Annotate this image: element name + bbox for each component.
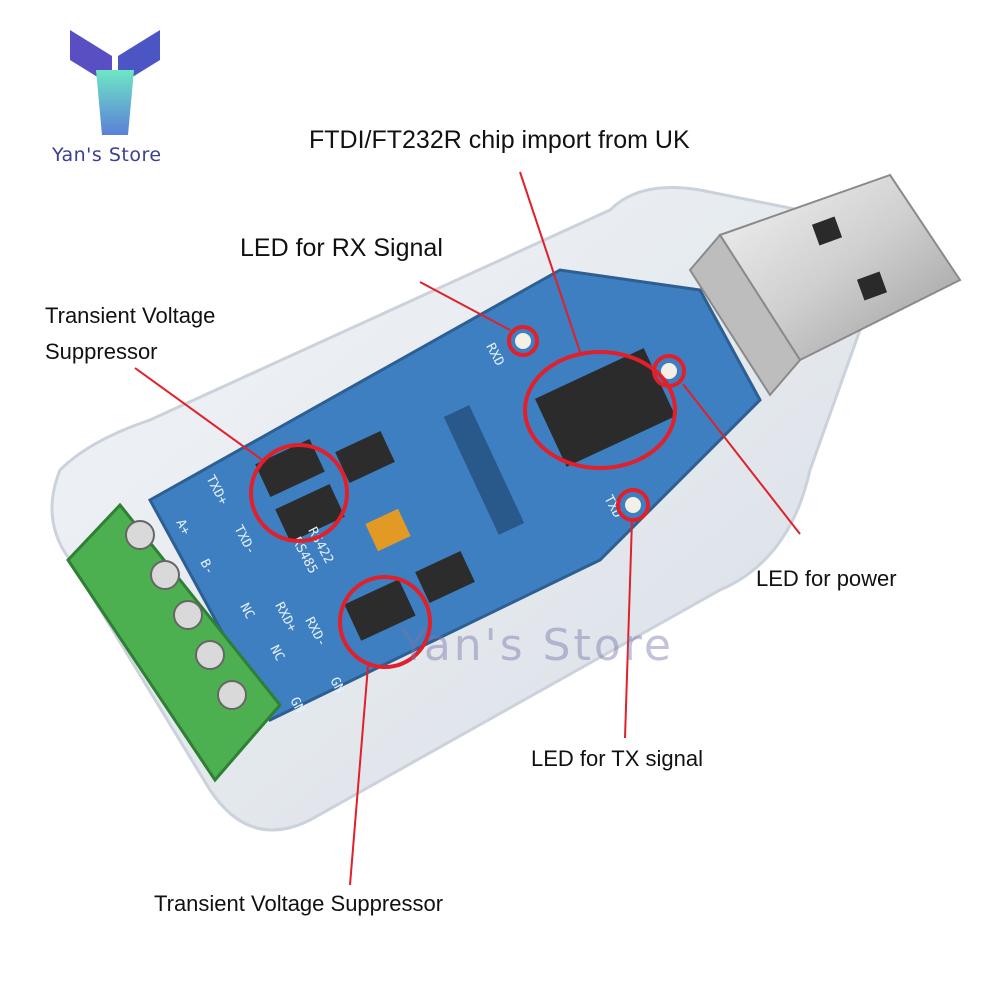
store-name: Yan's Store [52,144,162,166]
pcb-label-gnd-1: GN [286,695,307,716]
store-logo-icon [70,30,160,135]
tvs-top-highlight-circle [249,443,349,543]
usb-plug [688,173,962,397]
watermark-text: Yan's Store [400,620,674,671]
green-terminal-block [66,502,282,783]
callout-power-led: LED for power [756,566,897,591]
callout-tvs-top-line1: Transient Voltage [45,303,216,328]
pcb-board: A+ B- TXD+ TXD- NC RXD+ NC RXD- GN GN RS… [147,268,762,722]
callout-chip: FTDI/FT232R chip import from UK [309,126,690,154]
pcb-label-nc-2: NC [266,643,287,664]
highlight-markers [249,325,686,669]
rx-led-highlight-circle [507,325,539,357]
callout-leader-lines [134,171,801,886]
callout-tx-led: LED for TX signal [531,746,704,771]
callout-rx-led: LED for RX Signal [240,234,443,262]
chip-highlight-circle [523,350,677,470]
pcb-label-nc-1: NC [236,601,257,622]
power-led-highlight-circle [652,354,686,388]
tx-led-highlight-circle [616,488,650,522]
pcb-label-a-plus: A+ [172,517,193,538]
callout-tvs-bottom: Transient Voltage Suppressor [154,891,444,916]
callout-tvs-top-line2: Suppressor [45,339,158,364]
pcb-label-gnd-2: GN [326,675,347,696]
pcb-label-b-minus: B- [196,557,217,578]
tvs-bottom-highlight-circle [338,575,432,669]
